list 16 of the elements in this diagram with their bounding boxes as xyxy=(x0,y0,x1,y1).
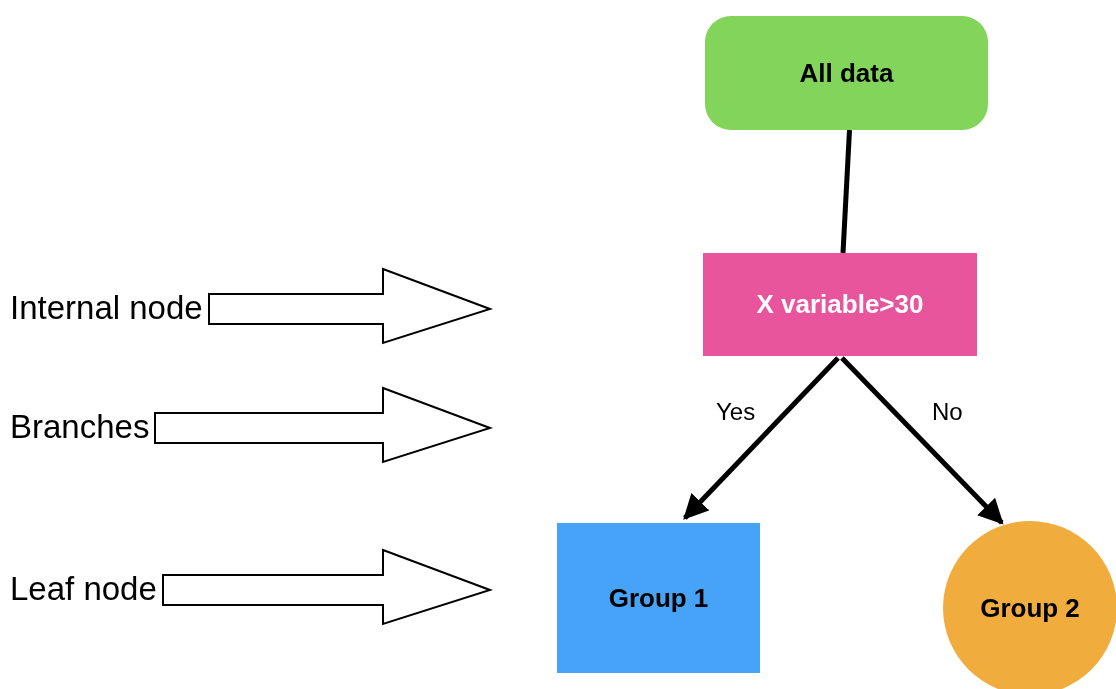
block-arrow xyxy=(208,267,494,345)
label-text: Branches xyxy=(10,407,150,447)
node-label: X variable>30 xyxy=(756,289,924,320)
node-label: All data xyxy=(799,57,894,89)
connector-line xyxy=(840,129,852,254)
block-arrow xyxy=(162,548,494,626)
label-text: Leaf node xyxy=(10,569,157,609)
label-text: Internal node xyxy=(10,288,203,328)
decision-box xyxy=(703,253,977,356)
block-arrow xyxy=(154,386,494,464)
leaf-box xyxy=(557,523,760,673)
node-label: Group 2 xyxy=(980,592,1080,624)
arrow xyxy=(683,356,840,520)
arrow xyxy=(840,356,1004,525)
start-box xyxy=(705,16,988,130)
node-label: Group 1 xyxy=(608,582,709,614)
